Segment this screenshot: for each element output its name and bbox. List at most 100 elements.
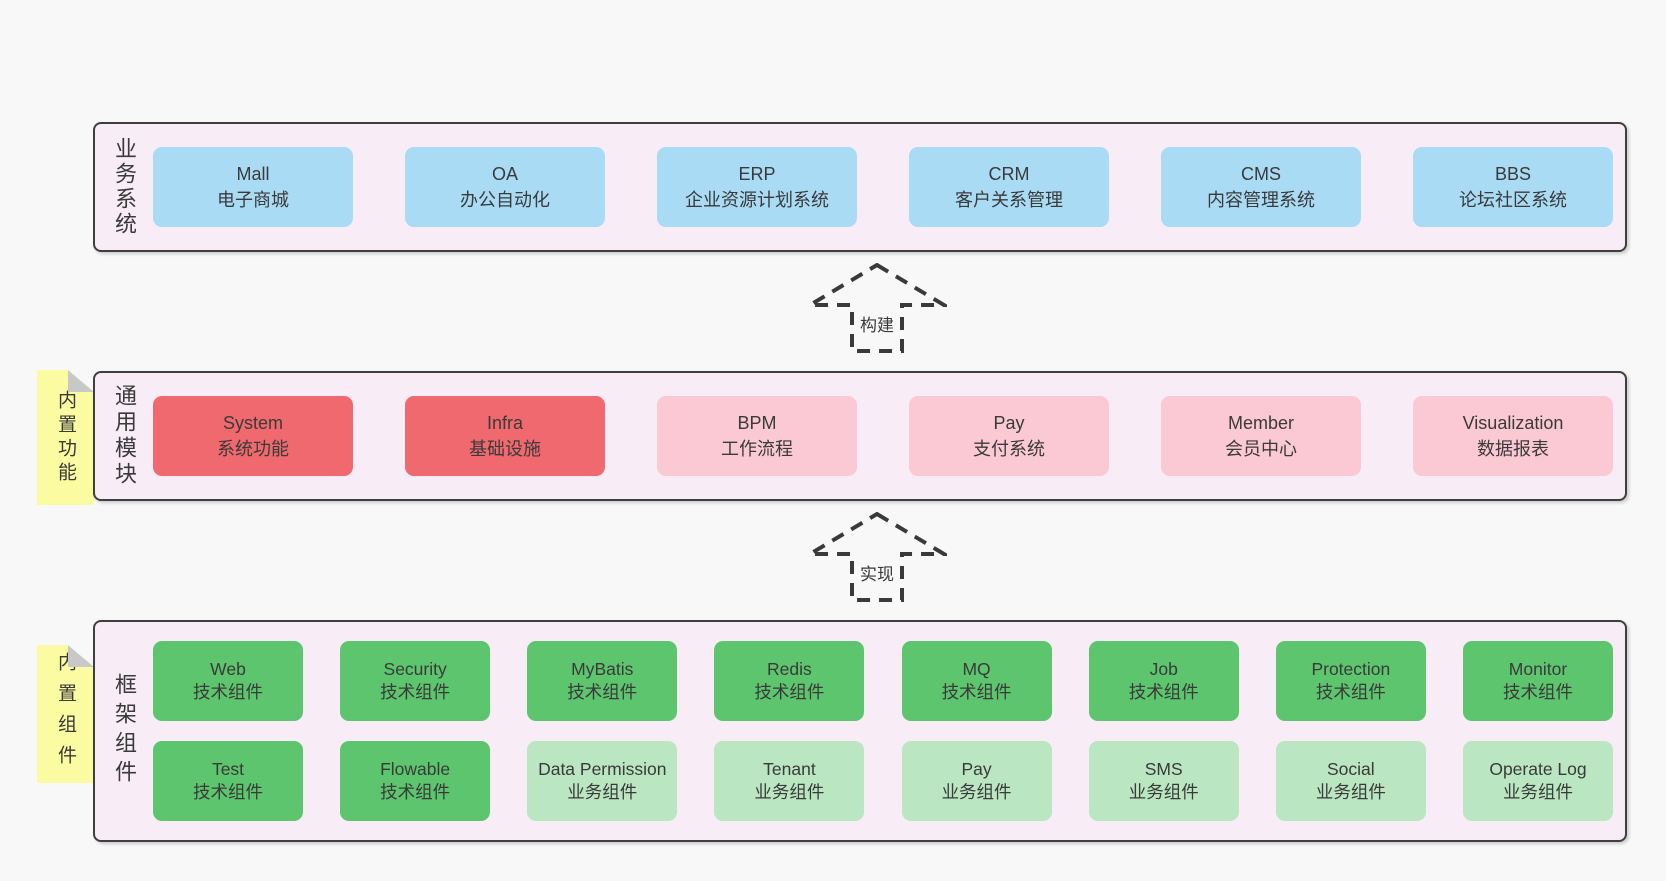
sticky-note-builtin-components: 内置组件 (37, 645, 94, 783)
arrow-up-implement-icon: 实现 (807, 512, 947, 602)
box-bpm: BPM 工作流程 (657, 396, 857, 476)
box-name: Data Permission (538, 759, 667, 779)
box-name: CRM (988, 164, 1030, 184)
box-name: Security (383, 659, 447, 679)
business-systems-row: Mall 电子商城 OA 办公自动化 ERP 企业资源计划系统 CRM 客户关系… (153, 147, 1613, 227)
box-sms: SMS 业务组件 (1088, 741, 1239, 821)
box-member: Member 会员中心 (1161, 396, 1361, 476)
layer-business-systems-content: Mall 电子商城 OA 办公自动化 ERP 企业资源计划系统 CRM 客户关系… (153, 124, 1625, 250)
box-name: SMS (1144, 759, 1183, 779)
box-subtitle: 技术组件 (193, 682, 263, 702)
box-name: Redis (767, 659, 812, 679)
box-subtitle: 技术组件 (380, 782, 451, 802)
box-subtitle: 会员中心 (1225, 439, 1297, 459)
box-name: Operate Log (1489, 759, 1587, 779)
box-subtitle: 客户关系管理 (955, 190, 1063, 210)
box-mq: MQ 技术组件 (901, 641, 1052, 721)
dashed-up-arrow-icon (807, 512, 947, 602)
box-erp: ERP 企业资源计划系统 (657, 147, 857, 227)
box-subtitle: 业务组件 (1315, 782, 1386, 802)
box-subtitle: 企业资源计划系统 (685, 190, 829, 210)
arrow-build-label: 构建 (857, 311, 897, 336)
box-name: System (222, 413, 283, 433)
box-subtitle: 技术组件 (567, 682, 638, 702)
box-subtitle: 支付系统 (973, 439, 1045, 459)
box-name: OA (491, 164, 518, 184)
layer-common-modules-content: System 系统功能 Infra 基础设施 BPM 工作流程 Pay 支付系统… (153, 373, 1625, 499)
box-name: Web (210, 659, 246, 679)
box-crm: CRM 客户关系管理 (909, 147, 1109, 227)
box-name: Member (1227, 413, 1294, 433)
box-subtitle: 技术组件 (1128, 682, 1199, 702)
box-name: Job (1149, 659, 1178, 679)
layer-framework-components-content: Web 技术组件 Security 技术组件 MyBatis 技术组件 Redi… (153, 622, 1625, 840)
box-name: BPM (737, 413, 777, 433)
arrow-implement-label: 实现 (857, 560, 897, 585)
common-modules-row: System 系统功能 Infra 基础设施 BPM 工作流程 Pay 支付系统… (153, 396, 1613, 476)
box-name: Social (1327, 759, 1375, 779)
box-system: System 系统功能 (153, 396, 353, 476)
box-security: Security 技术组件 (340, 641, 491, 721)
box-subtitle: 技术组件 (754, 682, 825, 702)
box-name: Tenant (763, 759, 816, 779)
box-cms: CMS 内容管理系统 (1161, 147, 1361, 227)
box-data-permission: Data Permission 业务组件 (527, 741, 678, 821)
box-subtitle: 系统功能 (217, 439, 289, 459)
framework-components-row-1: Web 技术组件 Security 技术组件 MyBatis 技术组件 Redi… (153, 641, 1613, 721)
box-subtitle: 数据报表 (1477, 439, 1549, 459)
box-subtitle: 业务组件 (754, 782, 825, 802)
box-subtitle: 技术组件 (380, 682, 451, 702)
box-mall: Mall 电子商城 (153, 147, 353, 227)
box-subtitle: 办公自动化 (460, 190, 550, 210)
arrow-up-build-icon: 构建 (807, 263, 947, 353)
box-social: Social 业务组件 (1275, 741, 1426, 821)
box-name: Flowable (380, 759, 451, 779)
box-name: Infra (486, 413, 524, 433)
box-name: Test (211, 759, 245, 779)
box-pay-system: Pay 支付系统 (909, 396, 1109, 476)
box-subtitle: 基础设施 (469, 439, 541, 459)
box-protection: Protection 技术组件 (1275, 641, 1426, 721)
box-subtitle: 内容管理系统 (1207, 190, 1315, 210)
box-pay-business: Pay 业务组件 (901, 741, 1052, 821)
layer-framework-components: 框架组件 Web 技术组件 Security 技术组件 MyBatis 技术组件… (93, 620, 1627, 842)
box-name: Protection (1311, 659, 1391, 679)
box-name: MyBatis (571, 659, 634, 679)
box-oa: OA 办公自动化 (405, 147, 605, 227)
box-subtitle: 业务组件 (567, 782, 638, 802)
dashed-up-arrow-icon (807, 263, 947, 353)
box-test: Test 技术组件 (153, 741, 303, 821)
box-name: Monitor (1508, 659, 1568, 679)
box-name: Pay (961, 759, 992, 779)
box-name: BBS (1494, 164, 1532, 184)
box-subtitle: 技术组件 (941, 682, 1012, 702)
box-name: MQ (962, 659, 991, 679)
layer-common-modules-label: 通用模块 (112, 384, 137, 488)
box-subtitle: 电子商城 (217, 190, 289, 210)
box-subtitle: 技术组件 (193, 782, 263, 802)
box-visualization: Visualization 数据报表 (1413, 396, 1613, 476)
box-subtitle: 技术组件 (1315, 682, 1386, 702)
box-web: Web 技术组件 (153, 641, 303, 721)
box-subtitle: 技术组件 (1502, 682, 1573, 702)
box-redis: Redis 技术组件 (714, 641, 865, 721)
layer-business-systems: 业务系统 Mall 电子商城 OA 办公自动化 ERP 企业资源计划系统 CRM… (93, 122, 1627, 252)
box-name: CMS (1241, 164, 1281, 184)
box-subtitle: 业务组件 (941, 782, 1012, 802)
box-mybatis: MyBatis 技术组件 (527, 641, 678, 721)
box-operate-log: Operate Log 业务组件 (1462, 741, 1613, 821)
layer-common-modules: 通用模块 System 系统功能 Infra 基础设施 BPM 工作流程 Pay… (93, 371, 1627, 501)
box-name: ERP (738, 164, 776, 184)
box-name: Pay (993, 413, 1025, 433)
box-monitor: Monitor 技术组件 (1462, 641, 1613, 721)
box-job: Job 技术组件 (1088, 641, 1239, 721)
layer-business-systems-label: 业务系统 (112, 137, 137, 237)
box-subtitle: 论坛社区系统 (1459, 190, 1567, 210)
box-subtitle: 业务组件 (1128, 782, 1199, 802)
box-tenant: Tenant 业务组件 (714, 741, 865, 821)
box-bbs: BBS 论坛社区系统 (1413, 147, 1613, 227)
box-subtitle: 业务组件 (1502, 782, 1573, 802)
box-infra: Infra 基础设施 (405, 396, 605, 476)
layer-framework-components-label: 框架组件 (112, 673, 137, 789)
